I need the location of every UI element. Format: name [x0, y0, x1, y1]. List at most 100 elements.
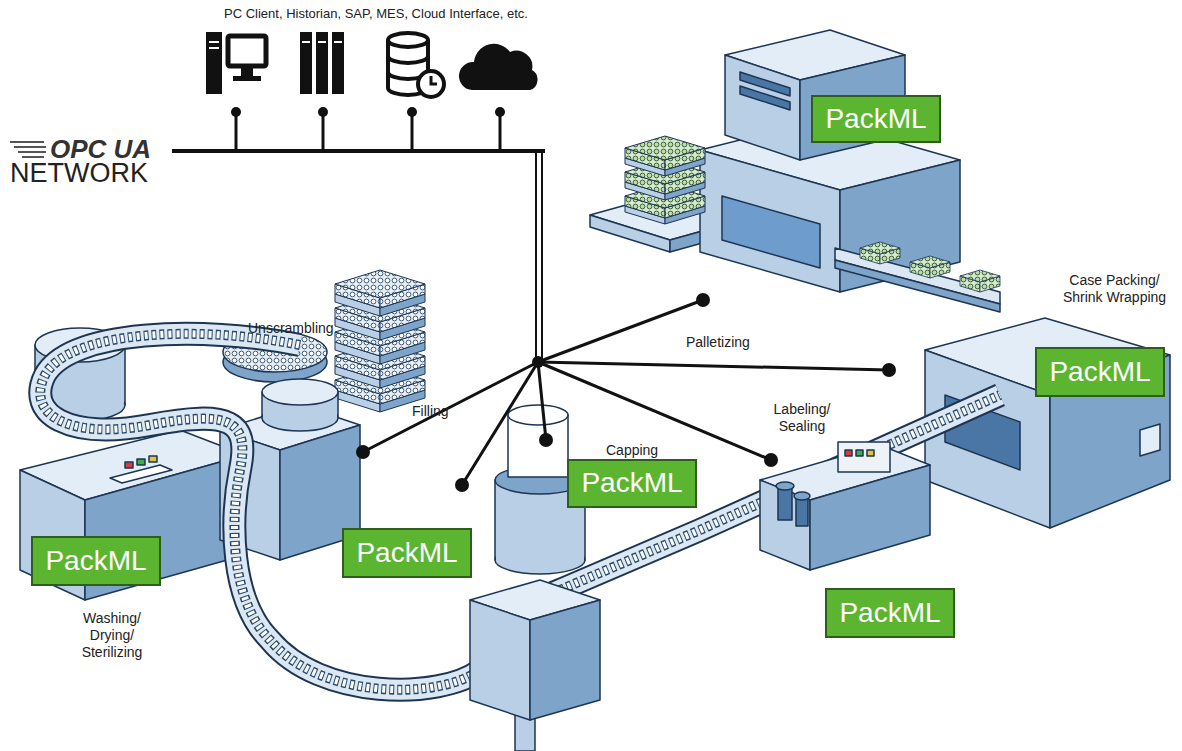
network-wires-part [538, 362, 771, 460]
capper-machine [470, 405, 600, 751]
washing-machine-part [125, 462, 133, 468]
packml-label: PackML [825, 103, 926, 135]
station-label: Capping [606, 442, 658, 459]
network-icons-part [233, 76, 261, 81]
network-icons-part [318, 41, 326, 43]
opc-ua-logo-mark-part [10, 141, 44, 143]
packml-box: PackML [811, 95, 940, 143]
pallet-stack [625, 136, 705, 224]
network-icons-part [332, 32, 344, 94]
network-icons-part [316, 32, 328, 94]
network-dots-part [764, 453, 778, 467]
case-packer-machine-part [1140, 424, 1160, 456]
network-dots-part [231, 107, 241, 117]
network-dots [231, 107, 896, 492]
tray-stack [335, 270, 425, 412]
capper-machine-part [530, 600, 600, 720]
filler-machine-part [262, 379, 338, 405]
labeler-machine-part [794, 492, 810, 500]
station-label: Palletizing [686, 334, 750, 351]
labeler-machine-part [856, 450, 863, 456]
packml-label: PackML [839, 597, 940, 629]
network-dots-part [495, 107, 505, 117]
network-dots-part [356, 445, 370, 459]
opc-ua-logo-mark-part [22, 156, 44, 158]
network-wires-part [538, 300, 703, 362]
network-icons-part [228, 36, 266, 66]
network-icons-part [209, 41, 219, 43]
network-wires-part [535, 151, 537, 362]
station-label: Washing/ Drying/ Sterilizing [70, 610, 154, 660]
network-icons-part [300, 32, 312, 94]
bottle-cases-part [960, 270, 1000, 292]
bottle-cases [860, 242, 1000, 292]
labeler-machine-part [760, 480, 810, 570]
network-wires [172, 112, 889, 485]
opc-ua-logo-mark [10, 142, 46, 157]
opc-ua-logo-mark-part [18, 151, 46, 153]
packml-label: PackML [581, 467, 682, 499]
network-dots-part [407, 107, 417, 117]
network-dots-part [532, 356, 544, 368]
capper-machine-part [470, 600, 530, 720]
network-dots-part [882, 363, 896, 377]
labeler-machine-part [776, 482, 794, 490]
network-icons [206, 32, 538, 97]
network-wires-part [541, 151, 543, 362]
opc-ua-logo-mark-part [14, 146, 46, 148]
network-icons-part [209, 47, 219, 49]
network-label: NETWORK [10, 157, 148, 189]
tray-stack-part [335, 270, 425, 316]
network-dots-part [539, 433, 553, 447]
labeler-machine-part [810, 465, 930, 570]
packml-label: PackML [45, 545, 146, 577]
washing-machine-part [149, 456, 157, 462]
labeler-machine-part [867, 450, 874, 456]
labeler-machine-part [838, 442, 890, 472]
station-label: Filling [412, 403, 449, 420]
packml-box: PackML [825, 588, 954, 638]
packml-box: PackML [342, 528, 471, 578]
network-icons-part [241, 66, 253, 76]
network-wires-part [172, 149, 545, 153]
network-wires-part [322, 112, 325, 151]
network-icons-part [459, 44, 538, 90]
bottle-cases-part [860, 242, 900, 264]
station-label: Labeling/ Sealing [766, 401, 838, 435]
network-icons-part [334, 41, 342, 43]
network-icons-part [431, 76, 437, 84]
case-packer-machine-part [925, 350, 1050, 528]
bottle-cases-part [910, 256, 950, 278]
palletizer-machine-part [722, 196, 820, 268]
network-dots-part [318, 107, 328, 117]
network-icons-part [418, 71, 444, 97]
labeler-machine-part [845, 450, 852, 456]
labeler-machine [760, 442, 930, 570]
station-label: Case Packing/ Shrink Wrapping [1052, 272, 1177, 306]
palletizer-machine-part [725, 55, 800, 160]
pallet-stack-part [625, 136, 705, 176]
station-label: Unscrambling [248, 320, 334, 337]
network-wires-part [411, 112, 414, 151]
capper-machine-part [508, 405, 568, 425]
network-dots-part [455, 478, 469, 492]
labeler-machine-part [778, 486, 792, 520]
network-wires-part [538, 362, 546, 440]
packml-box: PackML [31, 536, 160, 586]
network-icons-part [206, 32, 222, 94]
network-dots-part [696, 293, 710, 307]
palletizer-machine-part [740, 86, 790, 110]
washing-machine-part [110, 465, 172, 483]
packml-box: PackML [567, 459, 696, 508]
systems-caption: PC Client, Historian, SAP, MES, Cloud In… [224, 6, 528, 22]
network-wires-part [538, 362, 889, 370]
packml-label: PackML [356, 537, 457, 569]
network-wires-part [499, 112, 502, 151]
packml-label: PackML [1049, 356, 1150, 388]
network-wires-part [363, 362, 538, 452]
network-wires-part [235, 112, 238, 151]
washing-machine-part [137, 459, 145, 465]
network-icons-part [302, 41, 310, 43]
